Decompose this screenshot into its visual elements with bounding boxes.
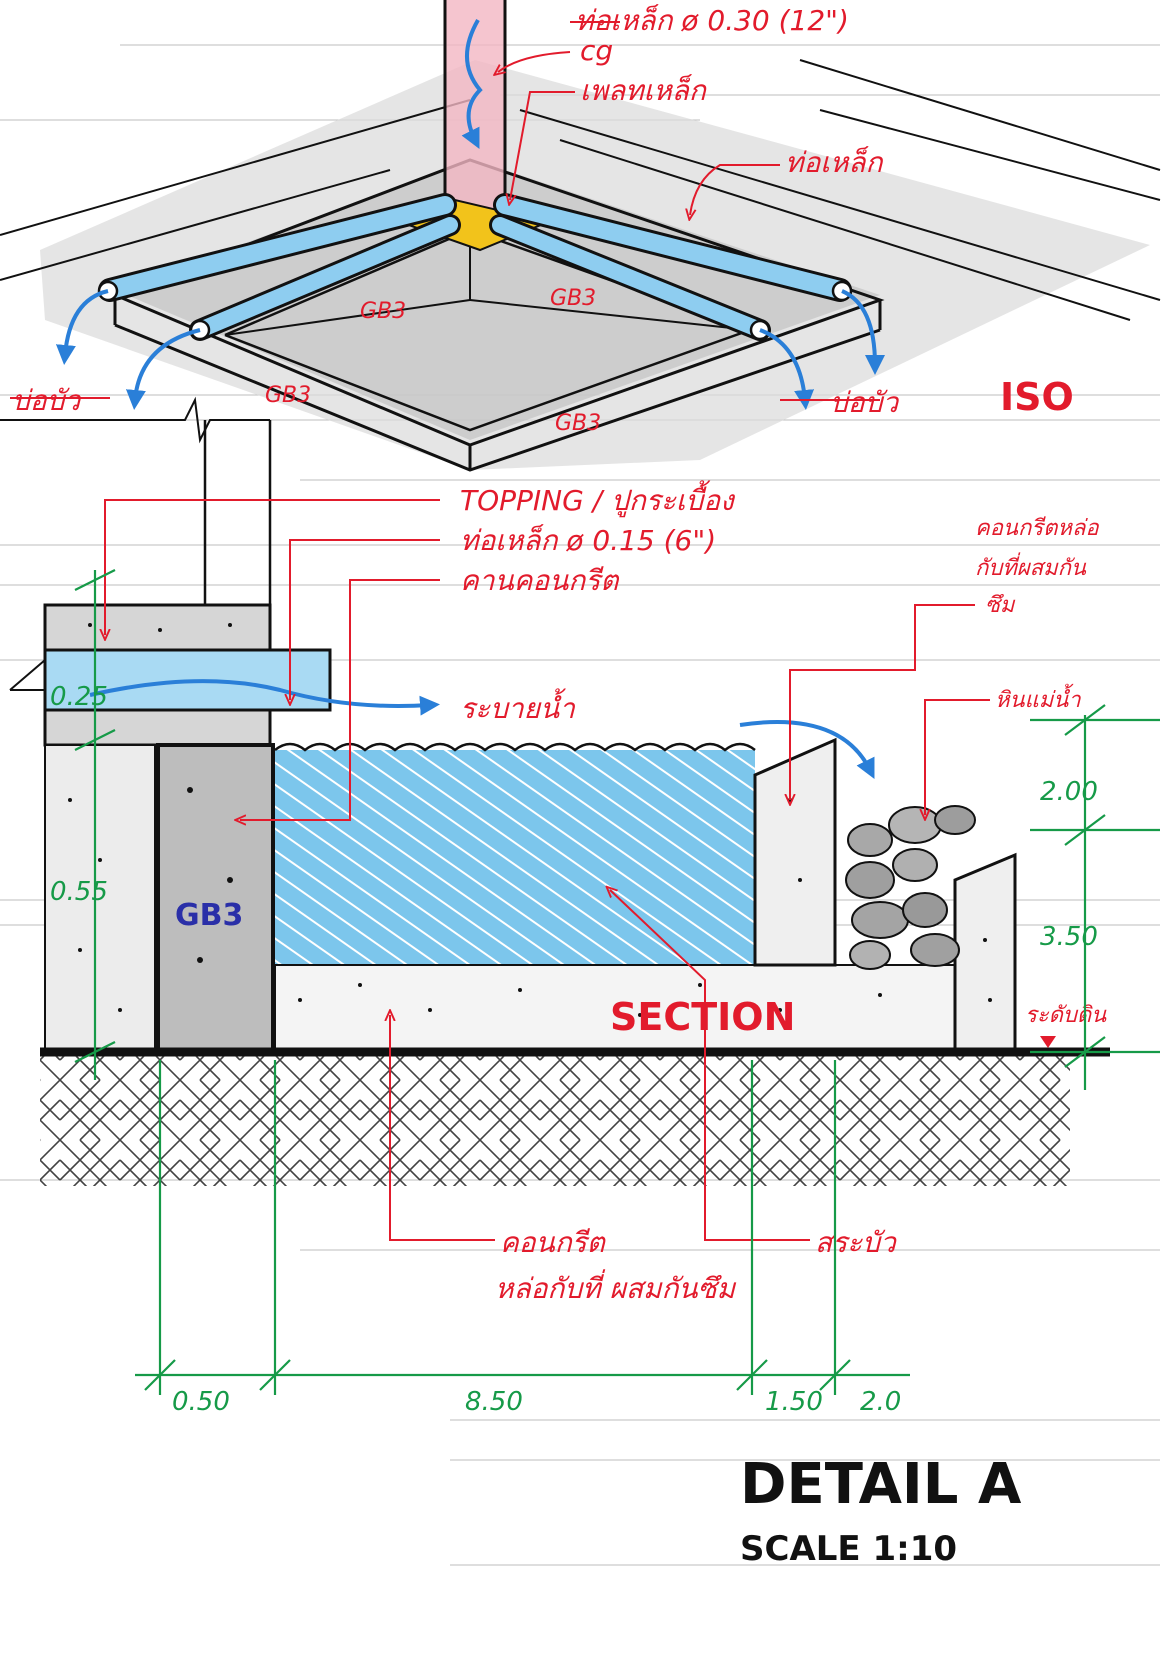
section-concrete-bottom-line1: คอนกรีต [500,1226,607,1259]
section-right-wall [753,737,837,967]
dim-h-3: 1.50 [765,1387,823,1417]
detail-scale: SCALE 1:10 [740,1529,957,1569]
section-beam-gb3 [156,743,275,1052]
iso-title: ISO [1000,375,1074,419]
section-pipe-label: ท่อเหล็ก ø 0.15 (6") [460,524,716,557]
dim-right-mid: 3.50 [1040,922,1098,952]
iso-pipes [97,193,853,341]
section-stone-label: หินแม่น้ำ [995,683,1081,713]
iso-steel-column [445,0,505,235]
section-beam-block-label: GB3 [175,898,243,933]
section-concrete-top-line2: กับที่ผสมกัน [975,552,1087,581]
iso-plate-label: เพลทเหล็ก [580,74,708,107]
dim-h-4: 2.0 [860,1387,901,1417]
section-concrete-base [274,964,1016,1051]
section-concrete-top-line1: คอนกรีตหล่อ [975,516,1099,541]
iso-pond-right-label: บ่อบัว [830,386,900,419]
iso-pipe-dia-label: ท่อเหล็ก ø 0.30 (12") [575,4,849,37]
section-drain-label: ระบายน้ำ [460,688,576,725]
section-pond-label: สระบัว [815,1226,898,1259]
title-block: DETAIL A SCALE 1:10 [740,1452,1022,1569]
section-water [275,750,755,965]
dim-right-top: 2.00 [1040,777,1098,807]
dim-wall: 0.55 [50,877,108,907]
section-concrete-top-line3: ซึม [985,593,1016,618]
section-beam-label: คานคอนกรีต [460,564,620,597]
section-soil [40,1056,1070,1186]
section-concrete-bottom-line2: หล่อกับที่ ผสมกันซึม [495,1269,737,1305]
section-aggregate [68,623,992,1017]
section-topping-label: TOPPING / ปูกระเบื้อง [460,480,736,518]
section-dimensions: 0.25 0.55 2.00 3.50 0.50 8.50 1.50 2.0 [50,569,1160,1417]
iso-pipe-label: ท่อเหล็ก [785,146,884,179]
iso-cg-label: cg [580,34,613,67]
dim-slab: 0.25 [50,682,108,712]
iso-beam-label-4: GB3 [555,411,601,436]
iso-view: ท่อเหล็ก ø 0.30 (12") cg เพลทเหล็ก ท่อเห… [0,0,1161,472]
iso-beam-label-2: GB3 [550,286,596,311]
section-view: TOPPING / ปูกระเบื้อง ท่อเหล็ก ø 0.15 (6… [9,480,1160,1417]
iso-beam-label-1: GB3 [360,299,406,324]
section-title: SECTION [610,995,795,1039]
dim-h-1: 0.50 [172,1387,230,1417]
detail-title: DETAIL A [740,1452,1022,1517]
iso-pond-left-label: บ่อบัว [12,384,82,417]
section-water-surface [274,742,756,752]
section-river-stones [845,805,976,970]
section-ground-label: ระดับดิน [1025,1003,1107,1028]
section-topping [43,603,272,652]
dim-h-2: 8.50 [465,1387,523,1417]
iso-beam-label-3: GB3 [265,383,311,408]
